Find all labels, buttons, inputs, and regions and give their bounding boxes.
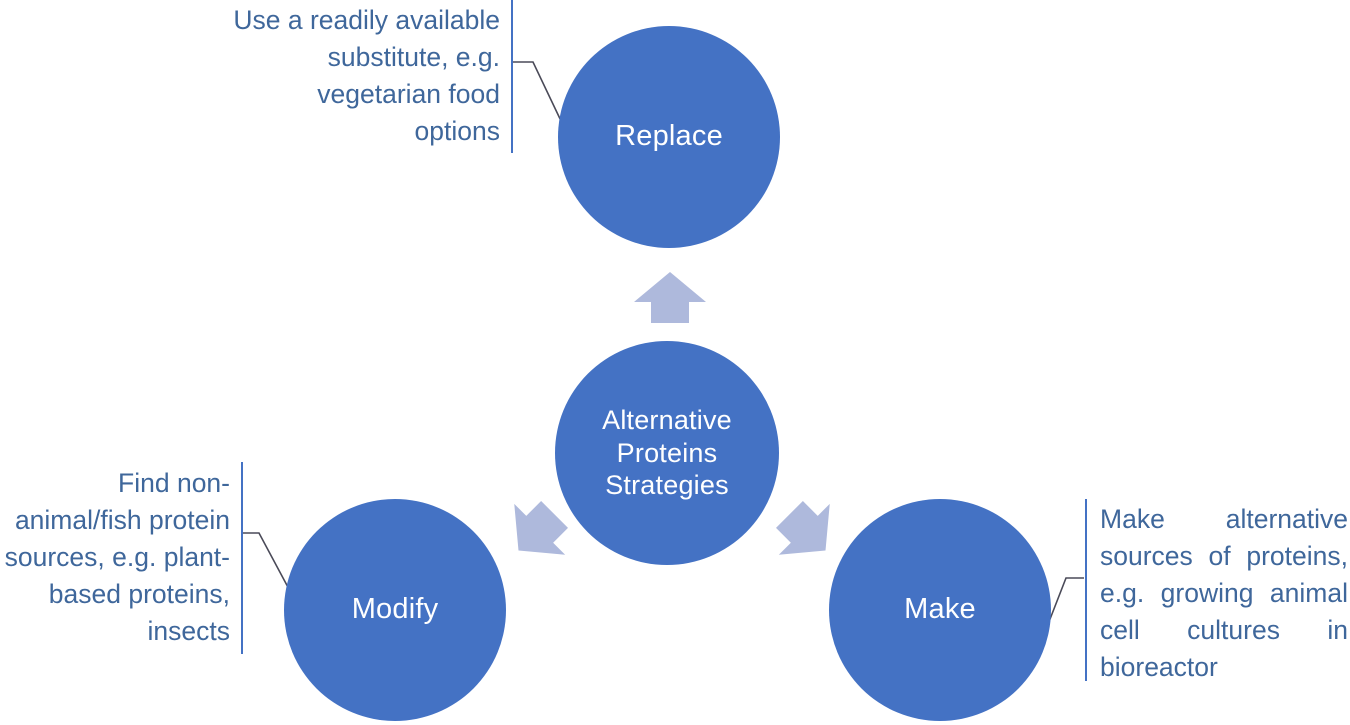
callout-bar-modify [241, 462, 243, 654]
node-modify[interactable]: Modify [284, 499, 506, 721]
callout-text-replace: Use a readily available substitute, e.g.… [233, 5, 500, 146]
leader-line-replace [513, 61, 563, 124]
callout-text-make: Make alternative sources of proteins, e.… [1100, 504, 1348, 682]
arrow-up-icon [634, 272, 706, 323]
node-alternative-proteins-strategies[interactable]: Alternative Proteins Strategies [555, 341, 779, 565]
callout-text-modify: Find non-animal/fish protein sources, e.… [4, 468, 230, 646]
leader-line-modify [243, 532, 291, 592]
callout-bar-replace [511, 0, 513, 153]
node-replace[interactable]: Replace [558, 26, 780, 248]
node-modify-label: Modify [351, 593, 439, 626]
node-replace-label: Replace [615, 120, 723, 153]
node-make[interactable]: Make [829, 499, 1051, 721]
node-make-label: Make [904, 593, 976, 626]
callout-bar-make [1085, 499, 1087, 681]
node-center-label: Alternative Proteins Strategies [602, 404, 732, 501]
